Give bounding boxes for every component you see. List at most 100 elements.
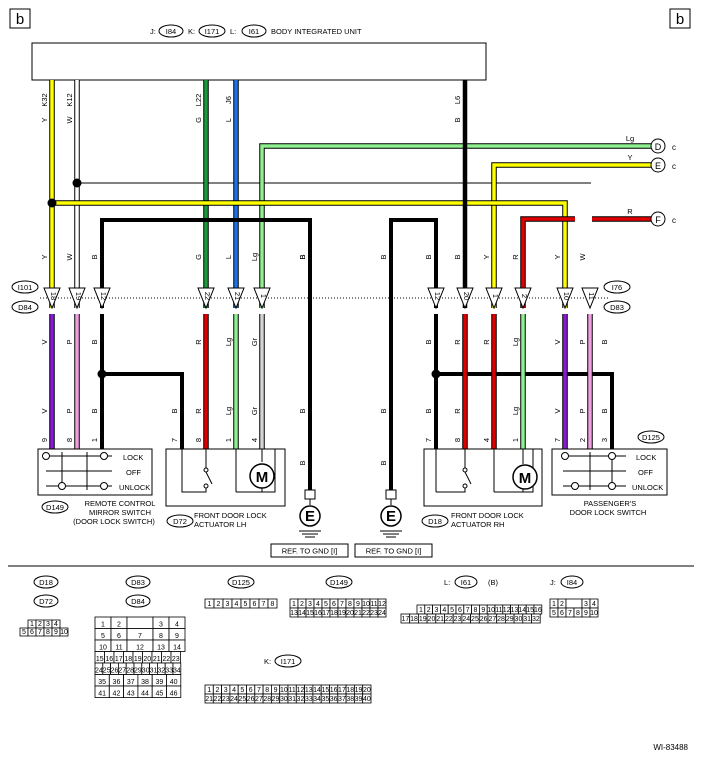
wire-color-label: B <box>90 408 99 413</box>
connector-pin-label: 2 <box>215 687 219 694</box>
wire-color-label: B <box>170 408 179 413</box>
connector-pin-label: 22 <box>214 696 222 703</box>
component-pin-number: 8 <box>65 438 74 442</box>
wire-color-code: W <box>65 116 74 124</box>
connector-pin-label: 32 <box>532 616 540 623</box>
junction-dot <box>431 369 441 379</box>
connector-pin-label: 9 <box>356 601 360 608</box>
connector-pin-label: 6 <box>253 601 257 608</box>
connector-pin-label: 46 <box>170 691 178 698</box>
conn-view-j-prefix: J: <box>550 578 556 587</box>
connector-pin-label: 7 <box>262 601 266 608</box>
wire-color-label: R <box>511 254 520 260</box>
connector-pin-number: 1 <box>491 294 500 298</box>
ground-right-circle <box>380 505 402 527</box>
connector-pin-label: 38 <box>346 696 354 703</box>
wire-color-label: B <box>298 254 307 259</box>
connector-pin-number: 12 <box>433 292 442 300</box>
connector-pin-label: 18 <box>330 610 338 617</box>
connector-pin-label: 39 <box>155 679 163 686</box>
connector-pin-label: 35 <box>321 696 329 703</box>
component-pin-number: 7 <box>170 438 179 442</box>
connector-pin-label: 7 <box>257 687 261 694</box>
body-integrated-unit-box <box>31 42 487 81</box>
motor-rh <box>512 464 538 490</box>
connector-pin-triangle <box>227 287 245 310</box>
connector-pin-label: 13 <box>157 645 165 652</box>
junction-dot <box>97 369 107 379</box>
mirror-switch-name1: REMOTE CONTROL <box>85 499 156 508</box>
connector-pin-label: 14 <box>518 607 526 614</box>
document-id: WI-83488 <box>653 743 688 752</box>
connector-pin-number: 2 <box>520 294 529 298</box>
actuator-lh-name2: ACTUATOR LH <box>194 520 246 529</box>
connector-pin-label: 12 <box>136 645 144 652</box>
connector-pin-label: 6 <box>117 633 121 640</box>
connector-pin-triangle <box>197 287 215 310</box>
connector-pin-label: 21 <box>354 610 362 617</box>
mirror-switch-id: D149 <box>46 503 64 512</box>
component-pin-number: 1 <box>224 438 233 442</box>
connector-pin-label: 38 <box>141 679 149 686</box>
wire-color-label: B <box>600 408 609 413</box>
connector-pin-label: 5 <box>552 610 556 617</box>
connector-pin-label: 11 <box>289 687 296 694</box>
connector-pin-label: 8 <box>159 633 163 640</box>
passenger-switch-id-oval <box>637 430 665 444</box>
connector-pin-label: 28 <box>126 668 134 675</box>
conn-view-j-oval <box>560 575 584 589</box>
connector-pin-label: 25 <box>103 668 111 675</box>
unit-j-id: I84 <box>166 27 176 36</box>
wire-color-code: G <box>194 117 203 123</box>
connector-pin-label: 39 <box>355 696 363 703</box>
wire-color-label: Lg <box>224 338 233 346</box>
wire-color-label: P <box>578 339 587 344</box>
connector-pin-label: 13 <box>305 687 313 694</box>
connector-pin-label: 32 <box>297 696 305 703</box>
page-ref-right: b <box>676 11 684 28</box>
wire-color-label: P <box>65 408 74 413</box>
component-pin-number: 1 <box>511 438 520 442</box>
connector-pin-label: 37 <box>127 679 135 686</box>
conn-i76-label: I76 <box>612 283 622 292</box>
link-e-circle <box>650 157 666 173</box>
conn-view-d72-label: D72 <box>39 597 53 606</box>
wire-color-label: B <box>90 339 99 344</box>
connector-pin-label: 27 <box>488 616 496 623</box>
wire-color-label: B <box>298 460 307 465</box>
mirror-switch-id-oval <box>41 500 69 514</box>
connector-pin-label: 15 <box>321 687 329 694</box>
ground-right-label: E <box>386 508 396 525</box>
wire-color-label: B <box>600 339 609 344</box>
connector-pin-triangle <box>556 287 574 310</box>
wire-color-label: R <box>453 339 462 345</box>
connector-pin-triangle <box>456 287 474 310</box>
motor-lh <box>249 463 275 489</box>
connector-pin-label: 5 <box>22 629 26 636</box>
connector-pin-label: 6 <box>458 607 462 614</box>
wire-color-code: L <box>224 118 233 122</box>
connector-pin-label: 20 <box>363 687 371 694</box>
junction-dot <box>47 198 57 208</box>
mirror-switch-lock: LOCK <box>123 453 143 462</box>
conn-view-d84-label: D84 <box>131 597 145 606</box>
connector-pin-label: 10 <box>590 610 598 617</box>
connector-pin-label: 30 <box>515 616 523 623</box>
connector-pin-label: 4 <box>54 621 58 628</box>
connector-pin-label: 15 <box>306 610 314 617</box>
connector-pin-label: 7 <box>568 610 572 617</box>
connector-pin-label: 18 <box>346 687 354 694</box>
connector-pin-label: 22 <box>162 656 170 663</box>
connector-pin-number: 19 <box>74 292 83 300</box>
connector-pin-label: 43 <box>127 691 135 698</box>
connector-pin-triangle <box>253 287 271 310</box>
connector-pin-label: 12 <box>378 601 386 608</box>
connector-pin-label: 24 <box>462 616 470 623</box>
link-f-label: F <box>655 215 661 225</box>
wire-color-label: W <box>578 253 587 261</box>
connector-pin-number: 20 <box>462 292 471 300</box>
link-e-label: E <box>655 161 661 171</box>
wire-color-label: R <box>194 339 203 345</box>
motor-lh-label: M <box>256 469 269 486</box>
